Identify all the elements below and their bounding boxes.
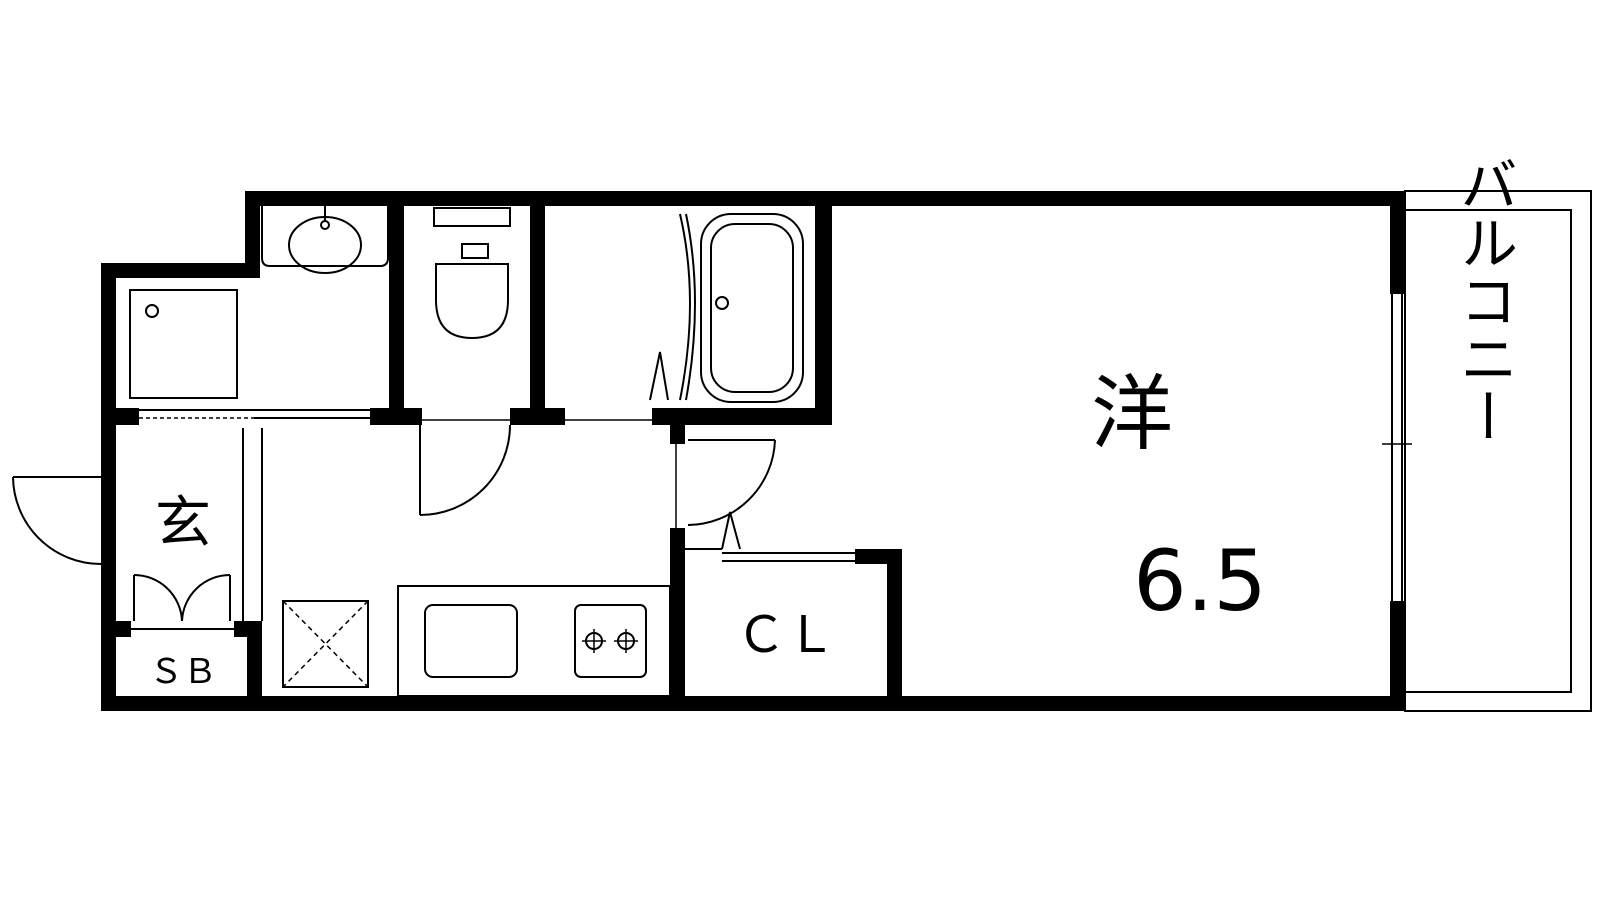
shoe-box-label: ＳＢ [149, 652, 217, 692]
washbasin-icon [261, 206, 389, 274]
western-room-label: 洋 [1091, 367, 1173, 462]
drain-icon [145, 304, 159, 318]
washing-machine-pan [129, 289, 238, 399]
entrance-label: 玄 [155, 491, 211, 556]
bathtub-icon [679, 213, 804, 403]
balcony-label: バルコニー [1450, 155, 1518, 445]
western-room-size: 6.5 [1133, 532, 1267, 630]
room-door [675, 439, 776, 528]
toilet-icon [433, 207, 511, 340]
stove-icon [574, 604, 647, 678]
balcony [1404, 190, 1592, 712]
bath-door [649, 351, 669, 401]
entrance-door [12, 476, 105, 565]
balcony-window [1382, 294, 1412, 601]
interior-walls [101, 191, 902, 711]
toilet-door [419, 419, 511, 516]
closet-label: ＣＬ [736, 606, 836, 664]
refrigerator-icon [282, 600, 369, 688]
shoe-box-doors [131, 573, 234, 630]
closet-door [721, 511, 741, 550]
kitchen-counter [397, 585, 671, 697]
sink-icon [424, 604, 518, 678]
